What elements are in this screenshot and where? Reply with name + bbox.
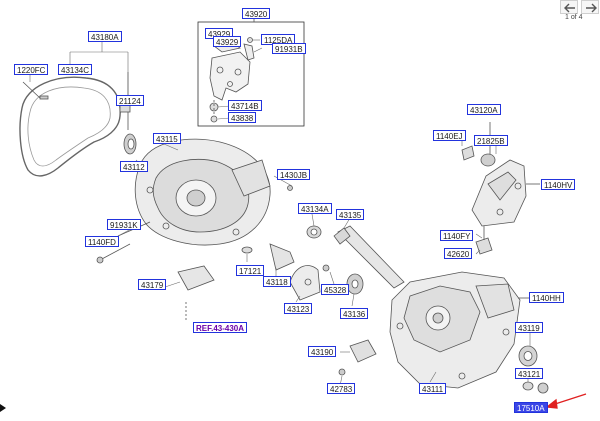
callout-43714B[interactable]: 43714B <box>228 100 262 111</box>
callout-43111[interactable]: 43111 <box>419 383 447 394</box>
callout-45328[interactable]: 45328 <box>321 284 350 295</box>
switch-43190-part <box>349 339 377 363</box>
callout-43135[interactable]: 43135 <box>336 209 365 220</box>
callout-1140FY[interactable]: 1140FY <box>440 230 474 241</box>
shift-bracket-part <box>209 51 251 101</box>
callout-1140FD[interactable]: 1140FD <box>85 236 119 247</box>
shift-rod-part <box>337 225 405 289</box>
callout-1140EJ[interactable]: 1140EJ <box>433 130 466 141</box>
callout-21825B[interactable]: 21825B <box>474 135 508 146</box>
clip-1140EJ-part <box>461 145 475 161</box>
washer-17121-part <box>241 246 253 254</box>
callout-43120A[interactable]: 43120A <box>467 104 501 115</box>
callout-ref-43-430A[interactable]: REF.43-430A <box>193 322 248 333</box>
bolt-1125DA-part <box>247 37 253 43</box>
callout-43119[interactable]: 43119 <box>515 322 543 333</box>
callout-1430JB[interactable]: 1430JB <box>277 169 311 180</box>
cursor-icon <box>0 404 6 412</box>
shift-fork-43118-part <box>269 243 295 271</box>
callout-43115[interactable]: 43115 <box>153 133 181 144</box>
mount-43179-part <box>177 265 215 291</box>
callout-43929-b[interactable]: 43929 <box>213 36 242 47</box>
arrow-right-icon <box>586 3 597 13</box>
callout-43118[interactable]: 43118 <box>263 276 291 287</box>
page-indicator: 1 of 4 <box>565 14 583 21</box>
pin-45328-part <box>322 264 330 272</box>
bracket-group-box <box>197 21 305 127</box>
callout-43136[interactable]: 43136 <box>340 308 369 319</box>
highlight-arrow <box>545 393 587 409</box>
callout-43134C[interactable]: 43134C <box>58 64 93 75</box>
callout-43190[interactable]: 43190 <box>308 346 337 357</box>
callout-43838[interactable]: 43838 <box>228 112 257 123</box>
callout-43123[interactable]: 43123 <box>284 303 313 314</box>
arrow-left-icon <box>564 3 575 13</box>
next-page-button[interactable] <box>581 0 599 14</box>
callout-1140HH[interactable]: 1140HH <box>529 292 564 303</box>
callout-21124[interactable]: 21124 <box>116 95 144 106</box>
bolt-1140FD-part <box>96 256 104 264</box>
case-gasket-part <box>19 76 121 177</box>
prev-page-button[interactable] <box>560 0 578 14</box>
callout-43920[interactable]: 43920 <box>242 8 271 19</box>
callout-17121[interactable]: 17121 <box>236 265 265 276</box>
callout-43134A[interactable]: 43134A <box>298 203 332 214</box>
callout-91931B[interactable]: 91931B <box>272 43 306 54</box>
callout-43179[interactable]: 43179 <box>138 279 167 290</box>
callout-1220FC[interactable]: 1220FC <box>14 64 49 75</box>
callout-1140HV[interactable]: 1140HV <box>541 179 576 190</box>
callout-43121[interactable]: 43121 <box>515 368 544 379</box>
plug-43121-part <box>522 381 534 391</box>
callout-17510A-highlighted[interactable]: 17510A <box>514 402 548 413</box>
bushing-21825B-part <box>480 153 496 167</box>
callout-43180A[interactable]: 43180A <box>88 31 122 42</box>
callout-91931K[interactable]: 91931K <box>107 219 141 230</box>
callout-42783[interactable]: 42783 <box>327 383 356 394</box>
callout-42620[interactable]: 42620 <box>444 248 473 259</box>
callout-43112[interactable]: 43112 <box>120 161 148 172</box>
